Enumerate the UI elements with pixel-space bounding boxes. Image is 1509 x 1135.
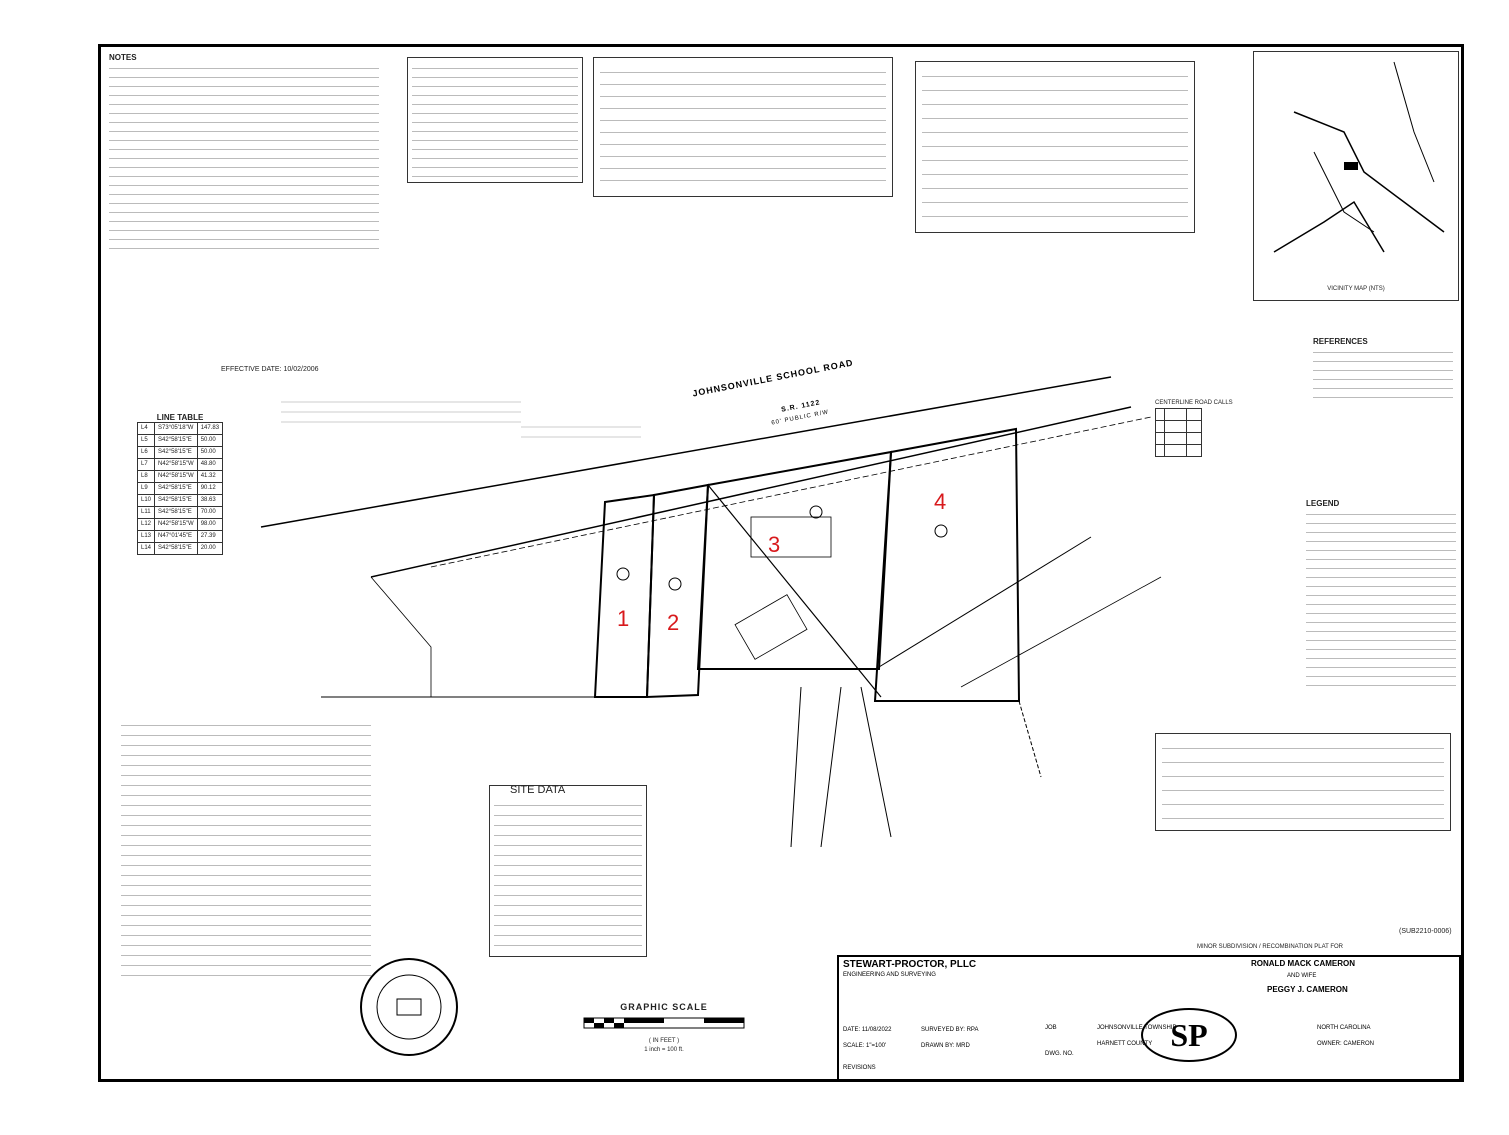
title-block [837, 955, 1461, 1081]
certificate-box-2 [915, 61, 1195, 233]
lot-3-label: 3 [768, 532, 781, 557]
job-label: JOB [1045, 1025, 1057, 1031]
owner-name-1: RONALD MACK CAMERON [1251, 959, 1355, 968]
state: NORTH CAROLINA [1317, 1025, 1371, 1031]
plat-date: DATE: 11/08/2022 [843, 1027, 892, 1033]
legend-block: LEGEND [1306, 499, 1456, 688]
township: JOHNSONVILLE TOWNSHIP [1097, 1025, 1177, 1031]
line-table-header: LINE TABLE [156, 413, 204, 422]
lot-2-label: 2 [667, 610, 680, 635]
dwg-label: DWG. NO. [1045, 1051, 1074, 1057]
firm-subtitle: ENGINEERING AND SURVEYING [843, 972, 936, 978]
notes-text-lines [109, 62, 379, 252]
scale-ratio: 1 inch = 100 ft. [644, 1047, 684, 1053]
surveyor-seal [360, 958, 458, 1056]
notes-header: NOTES [109, 53, 137, 62]
firm-logo: SP [1141, 1008, 1237, 1062]
lot-4-label: 4 [934, 489, 947, 514]
plat-title: MINOR SUBDIVISION / RECOMBINATION PLAT F… [1197, 944, 1344, 950]
county: HARNETT COUNTY [1097, 1041, 1153, 1047]
sheet-number: (SUB2210-0006) [1399, 928, 1452, 935]
certificate-box-3 [1155, 733, 1451, 831]
legend-header: LEGEND [1306, 499, 1340, 508]
line-table-cell: L14 [136, 542, 156, 555]
vicinity-map: VICINITY MAP (NTS) [1253, 51, 1459, 301]
revisions-label: REVISIONS [843, 1065, 876, 1071]
effective-date: EFFECTIVE DATE: 10/02/2006 [221, 366, 319, 373]
owner-and: AND WIFE [1287, 973, 1317, 979]
notes-block: NOTES [109, 53, 379, 252]
graphic-scale: GRAPHIC SCALE ( IN FEET ) 1 inch = 100 f… [579, 1003, 749, 1055]
surveyed-by: SURVEYED BY: RPA [921, 1027, 979, 1033]
scale-bar [583, 1017, 745, 1029]
centerline-table-block: CENTERLINE ROAD CALLS [1155, 399, 1233, 457]
graphic-scale-header: GRAPHIC SCALE [620, 1002, 708, 1012]
certificate-box-1 [593, 57, 893, 197]
plat-scale: SCALE: 1"=100' [843, 1043, 887, 1049]
scale-units: ( IN FEET ) [648, 1038, 680, 1044]
centerline-table-header: CENTERLINE ROAD CALLS [1155, 400, 1233, 406]
lot-1-label: 1 [617, 606, 630, 631]
centerline-table [1155, 408, 1203, 457]
plat-drawing [260, 376, 1162, 848]
site-data-header: SITE DATA [510, 784, 566, 796]
surveyor-certification [121, 719, 371, 979]
vicinity-map-label: VICINITY MAP (NTS) [1327, 286, 1385, 292]
line-table-cell: 20.00 [196, 542, 224, 555]
drawn-by: DRAWN BY: MRD [921, 1043, 970, 1049]
owner-short: OWNER: CAMERON [1317, 1041, 1374, 1047]
line-table-cell: L9 [136, 482, 156, 495]
firm-name: STEWART-PROCTOR, PLLC [843, 959, 977, 970]
references-header: REFERENCES [1313, 337, 1368, 346]
references-block: REFERENCES [1313, 337, 1453, 406]
vicinity-map-drawing [1273, 61, 1445, 253]
owner-name-2: PEGGY J. CAMERON [1267, 985, 1348, 994]
site-data-box: SITE DATA [489, 785, 647, 957]
note-box [407, 57, 583, 183]
